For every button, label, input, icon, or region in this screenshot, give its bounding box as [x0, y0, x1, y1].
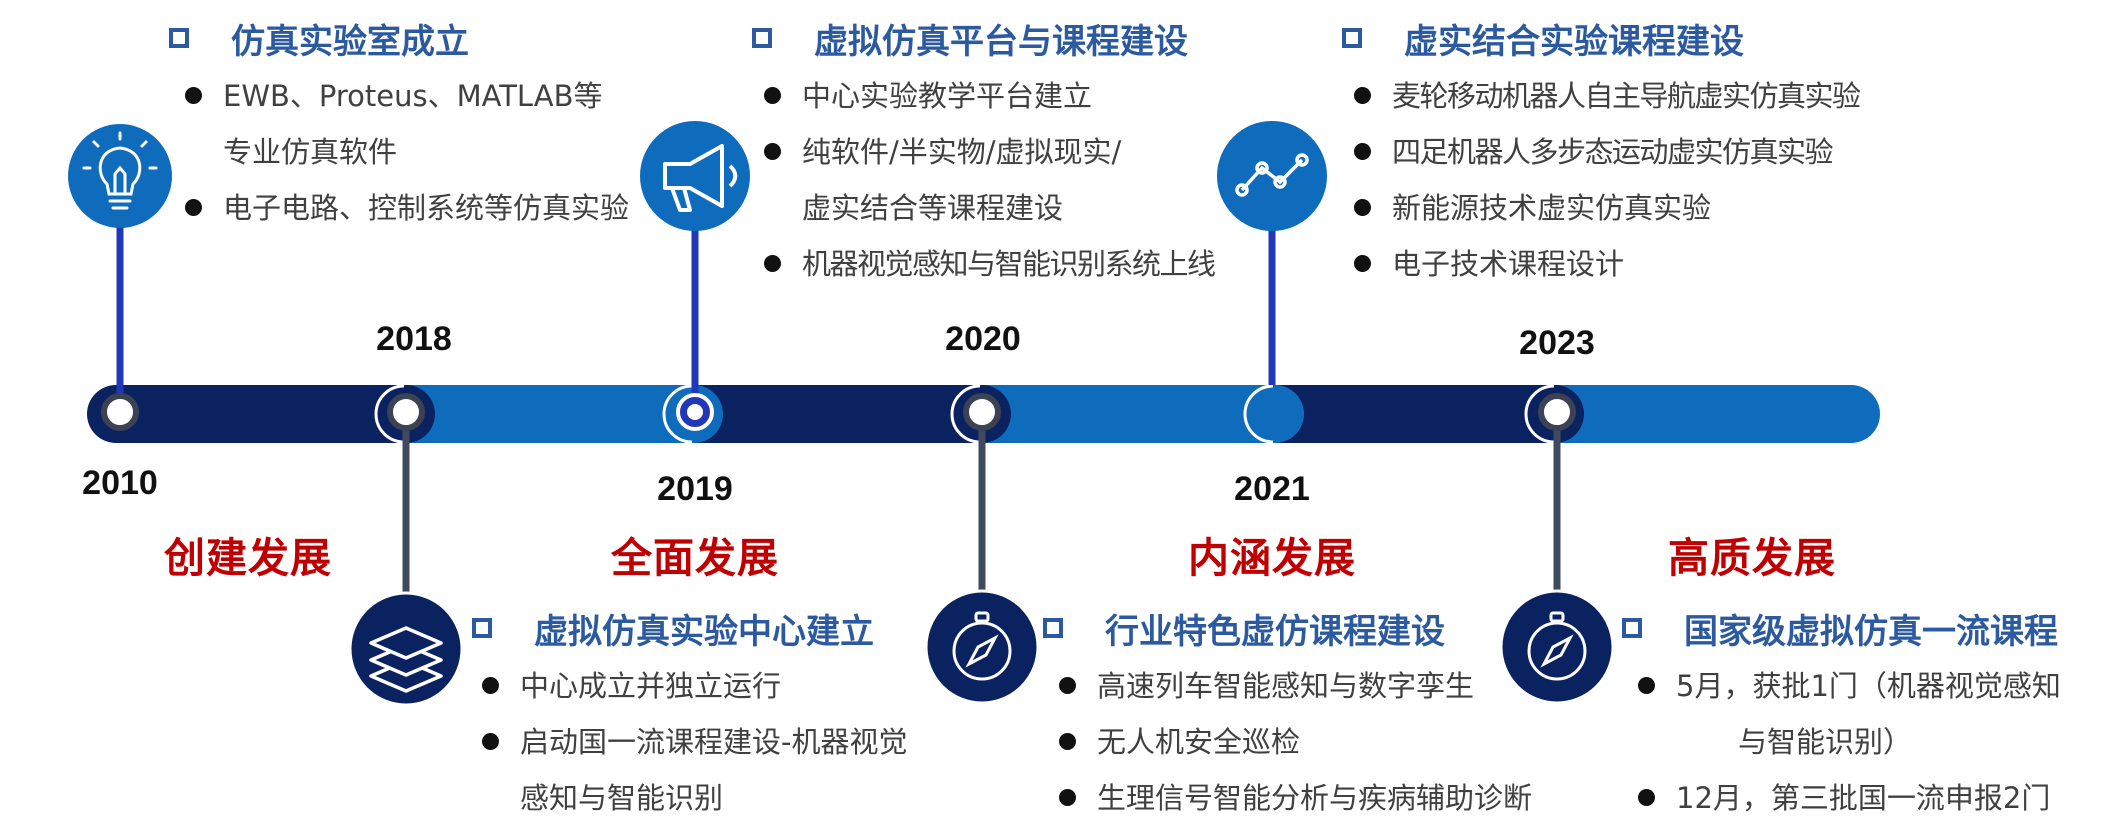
year-label-2023: 2023 [1519, 324, 1595, 362]
list-item: 无人机安全巡检 [1059, 714, 1532, 770]
list-item: 中心成立并独立运行 [482, 658, 907, 714]
list-item: EWB、Proteus、MATLAB等 [185, 68, 629, 124]
node-2018 [387, 393, 425, 431]
milestone-title-text: 虚拟仿真实验中心建立 [534, 611, 874, 652]
node-2023 [1538, 393, 1576, 431]
milestone-title: 国家级虚拟仿真一流课程 [1622, 602, 2061, 654]
milestone-2020: 行业特色虚仿课程建设 高速列车智能感知与数字孪生 无人机安全巡检 生理信号智能分… [1043, 602, 1532, 826]
list-item: 四足机器人多步态运动虚实仿真实验 [1354, 124, 1860, 180]
phase-label-3: 内涵发展 [1188, 534, 1356, 582]
list-item: 新能源技术虚实仿真实验 [1354, 180, 1860, 236]
milestone-title-text: 行业特色虚仿课程建设 [1105, 611, 1445, 652]
checkbox-square-icon [752, 28, 772, 48]
timeline-segment-2023 [1525, 385, 1880, 443]
list-item: 生理信号智能分析与疾病辅助诊断 [1059, 770, 1532, 826]
node-2020 [963, 393, 1001, 431]
milestone-title: 行业特色虚仿课程建设 [1043, 602, 1532, 654]
milestone-title-text: 虚实结合实验课程建设 [1404, 21, 1744, 62]
checkbox-square-icon [1622, 618, 1642, 638]
milestone-2021: 虚实结合实验课程建设 麦轮移动机器人自主导航虚实仿真实验 四足机器人多步态运动虚… [1342, 12, 1861, 292]
list-item: 启动国一流课程建设-机器视觉 [482, 714, 907, 770]
milestone-2023: 国家级虚拟仿真一流课程 5月，获批1门（机器视觉感知 与智能识别） 12月，第三… [1622, 602, 2061, 826]
year-label-2018: 2018 [376, 320, 452, 358]
milestone-2018: 虚拟仿真实验中心建立 中心成立并独立运行 启动国一流课程建设-机器视觉 感知与智… [472, 602, 907, 826]
lightbulb-icon [68, 124, 172, 228]
list-item: 与智能识别） [1738, 725, 1913, 759]
phase-label-2: 全面发展 [611, 534, 779, 582]
list-item: 电子技术课程设计 [1354, 236, 1860, 292]
milestone-title-text: 国家级虚拟仿真一流课程 [1684, 611, 2058, 652]
milestone-title-text: 虚拟仿真平台与课程建设 [814, 21, 1188, 62]
layers-icon [348, 591, 464, 707]
compass-icon [1499, 589, 1615, 705]
list-item: 感知与智能识别 [520, 781, 724, 815]
timeline-segment-2019 [663, 385, 1011, 443]
list-item: 12月，第三批国一流申报2门 [1638, 770, 2061, 826]
list-item: 5月，获批1门（机器视觉感知 [1638, 658, 2061, 714]
milestone-2010: 仿真实验室成立 EWB、Proteus、MATLAB等 专业仿真软件 电子电路、… [169, 12, 629, 236]
milestone-title: 虚拟仿真实验中心建立 [472, 602, 907, 654]
timeline-segment-2010 [87, 385, 435, 443]
list-item: 中心实验教学平台建立 [764, 68, 1215, 124]
list-item: 机器视觉感知与智能识别系统上线 [764, 236, 1216, 292]
list-item: 专业仿真软件 [223, 135, 398, 169]
milestone-2019: 虚拟仿真平台与课程建设 中心实验教学平台建立 纯软件/半实物/虚拟现实/ 虚实结… [752, 12, 1216, 292]
phase-label-4: 高质发展 [1668, 534, 1836, 582]
list-item: 纯软件/半实物/虚拟现实/ [764, 124, 1215, 180]
year-label-2021: 2021 [1234, 470, 1310, 508]
list-item: 麦轮移动机器人自主导航虚实仿真实验 [1354, 68, 1861, 124]
timeline-segment-2018 [375, 385, 723, 443]
list-item: 高速列车智能感知与数字孪生 [1059, 658, 1532, 714]
node-2010 [101, 393, 139, 431]
list-item: 虚实结合等课程建设 [802, 191, 1064, 225]
year-label-2010: 2010 [82, 464, 158, 502]
checkbox-square-icon [169, 28, 189, 48]
milestone-title: 仿真实验室成立 [169, 12, 629, 64]
timeline-segment-2021 [1244, 385, 1584, 443]
timeline-segment-2020 [951, 385, 1304, 443]
milestone-title: 虚拟仿真平台与课程建设 [752, 12, 1215, 64]
checkbox-square-icon [472, 618, 492, 638]
milestone-title-text: 仿真实验室成立 [231, 21, 469, 62]
megaphone-icon [640, 121, 750, 231]
year-label-2019: 2019 [657, 470, 733, 508]
milestone-title: 虚实结合实验课程建设 [1342, 12, 1860, 64]
phase-label-1: 创建发展 [164, 534, 332, 582]
year-label-2020: 2020 [945, 320, 1021, 358]
list-item: 电子电路、控制系统等仿真实验 [185, 180, 629, 236]
line-chart-icon [1217, 121, 1327, 231]
compass-icon [924, 589, 1040, 705]
checkbox-square-icon [1342, 28, 1362, 48]
checkbox-square-icon [1043, 618, 1063, 638]
